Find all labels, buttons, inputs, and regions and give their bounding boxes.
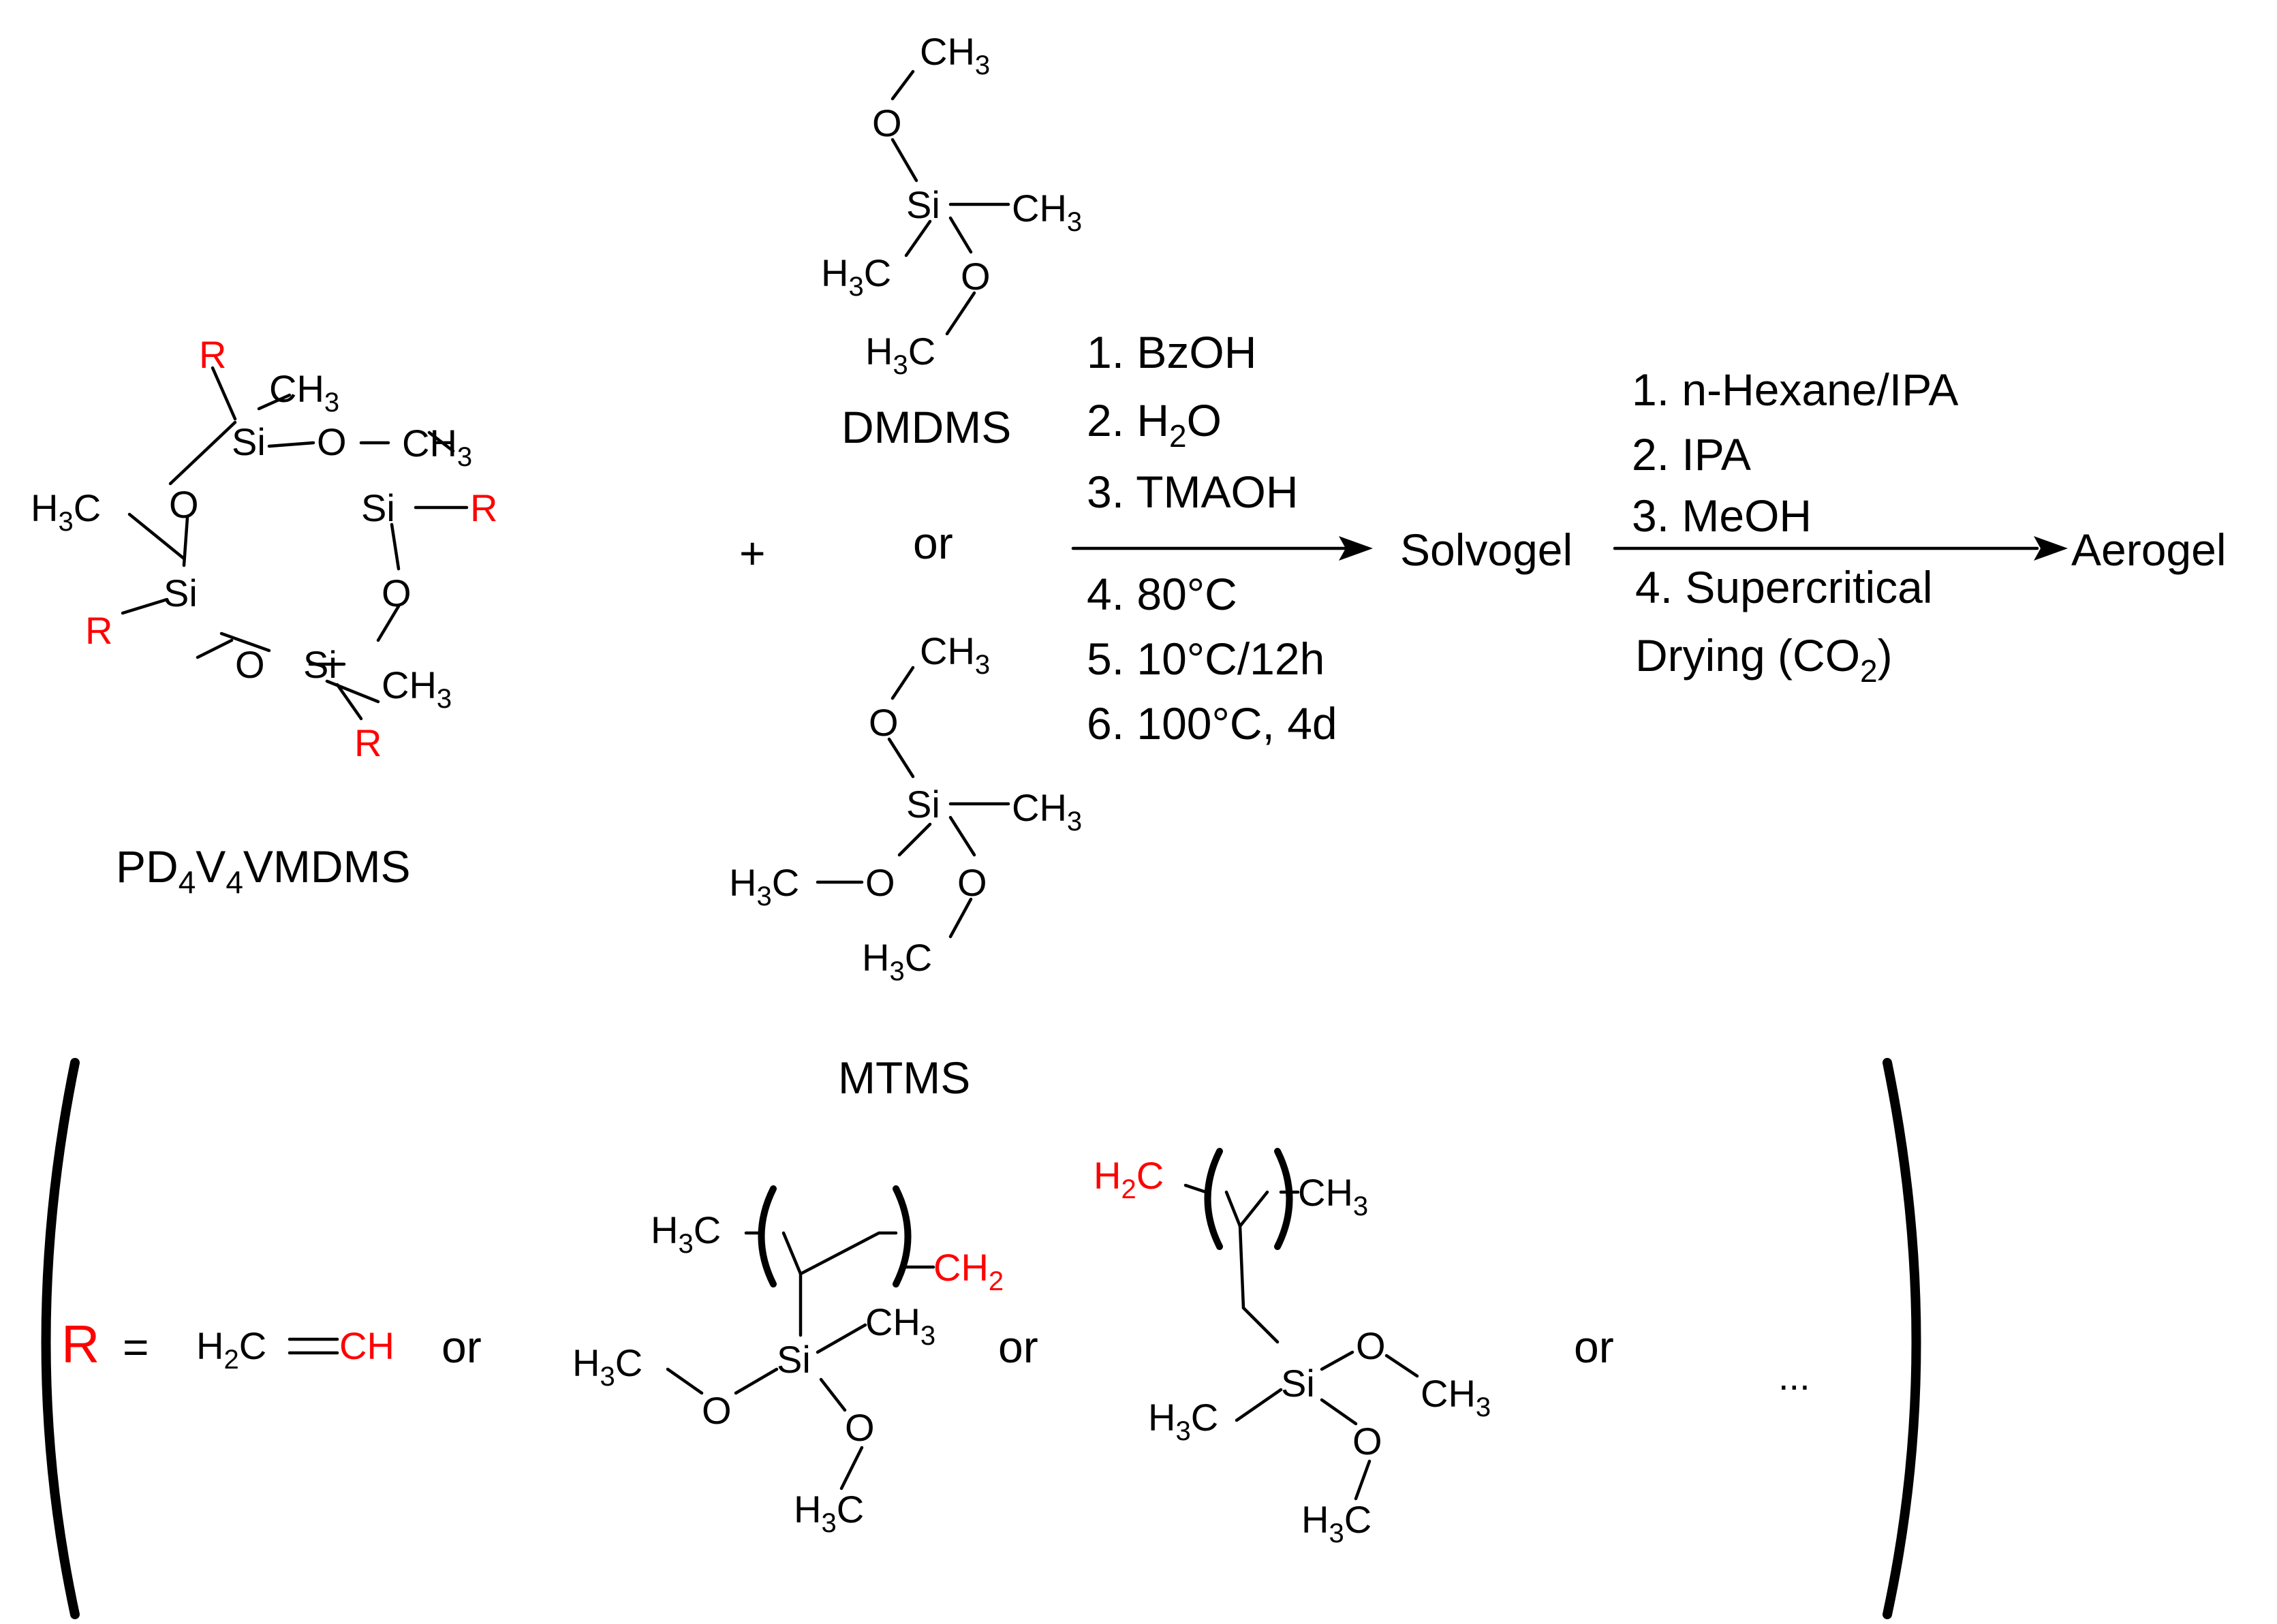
methyl-label: H3C bbox=[862, 936, 932, 986]
left-big-parenthesis bbox=[41, 1058, 80, 1619]
ellipsis: ... bbox=[1778, 1355, 1810, 1398]
methyl-label: CH3 bbox=[920, 30, 990, 80]
methyl-label: CH3 bbox=[865, 1300, 935, 1351]
oxygen-label: O bbox=[869, 701, 899, 744]
r-group-label: R bbox=[470, 486, 497, 529]
step1-condition-6: 6. 100°C, 4d bbox=[1087, 698, 1337, 749]
methyl-label: H3C bbox=[651, 1208, 721, 1259]
methyl-label: H3C bbox=[1301, 1498, 1372, 1548]
methyl-label: H3C bbox=[572, 1341, 642, 1392]
silicon-label: Si bbox=[361, 486, 395, 529]
methyl-label: CH3 bbox=[1012, 786, 1082, 837]
step1-condition-4: 4. 80°C bbox=[1087, 569, 1237, 619]
silicon-label: Si bbox=[777, 1338, 811, 1381]
r-definition-label: R bbox=[61, 1314, 99, 1374]
solvogel-label: Solvogel bbox=[1400, 525, 1573, 575]
oxygen-label: O bbox=[865, 861, 895, 904]
methyl-label: H3C bbox=[821, 251, 891, 302]
plus-sign: + bbox=[739, 528, 766, 578]
silicon-label: Si bbox=[906, 183, 940, 226]
step2-condition-5: Drying (CO2) bbox=[1635, 630, 1893, 689]
mtms-label: MTMS bbox=[838, 1052, 970, 1103]
oxygen-label: O bbox=[382, 572, 412, 614]
dmdms-structure: CH3 O Si CH3 H3C O H3C DMDMS bbox=[821, 30, 1082, 452]
oxygen-label: O bbox=[317, 420, 347, 463]
methyl-label: CH3 bbox=[1298, 1171, 1368, 1221]
step1-conditions: 1. BzOH 2. H2O 3. TMAOH 4. 80°C 5. 10°C/… bbox=[1071, 327, 1373, 749]
methyl-label: CH3 bbox=[269, 367, 339, 418]
polymer-option-2: H2C CH3 Si O CH3 H3C O H3C bbox=[1094, 1148, 1491, 1548]
oxygen-label: O bbox=[1352, 1420, 1382, 1463]
methyl-label: CH3 bbox=[382, 663, 452, 714]
polymer-option-1: H3C CH2 Si CH3 O H3C O H3C bbox=[572, 1185, 1004, 1538]
oxygen-label: O bbox=[235, 643, 265, 686]
silicon-label: Si bbox=[232, 420, 266, 463]
repeat-paren-left bbox=[1204, 1148, 1223, 1250]
or-label: or bbox=[913, 518, 953, 568]
dmdms-label: DMDMS bbox=[841, 402, 1011, 452]
step1-condition-2: 2. H2O bbox=[1087, 395, 1222, 454]
step1-arrow-head bbox=[1339, 536, 1373, 561]
aerogel-label: Aerogel bbox=[2071, 525, 2227, 575]
vinyl-group: H2C CH bbox=[196, 1324, 394, 1375]
oxygen-label: O bbox=[961, 255, 991, 298]
or-label: or bbox=[442, 1322, 482, 1372]
cyclotetrasiloxane-ring: R CH3 Si O CH3 Si R O Si O CH3 R Si R O … bbox=[31, 333, 497, 900]
r-group-label: R bbox=[85, 609, 112, 652]
repeat-paren-right bbox=[893, 1185, 912, 1287]
oxygen-label: O bbox=[845, 1406, 875, 1449]
right-big-parenthesis bbox=[1883, 1058, 1921, 1619]
vinyl-ch-label: CH bbox=[339, 1324, 394, 1367]
ch2-label: CH2 bbox=[933, 1246, 1004, 1296]
step1-condition-5: 5. 10°C/12h bbox=[1087, 634, 1325, 684]
step2-condition-4: 4. Supercritical bbox=[1635, 562, 1933, 612]
ring-compound-name: PD4V4VMDMS bbox=[116, 841, 411, 900]
oxygen-label: O bbox=[957, 861, 987, 904]
oxygen-label: O bbox=[169, 483, 199, 526]
methyl-label: CH3 bbox=[920, 629, 990, 680]
silicon-label: Si bbox=[164, 572, 198, 614]
step1-condition-1: 1. BzOH bbox=[1087, 327, 1256, 377]
vinyl-h2c-label: H2C bbox=[196, 1324, 266, 1375]
oxygen-label: O bbox=[702, 1389, 732, 1432]
silicon-label: Si bbox=[1281, 1362, 1315, 1405]
mtms-structure: CH3 O Si CH3 H3C O O H3C MTMS bbox=[729, 629, 1082, 1103]
step2-condition-1: 1. n-Hexane/IPA bbox=[1632, 364, 1958, 415]
r-group-label: R bbox=[199, 333, 226, 376]
methyl-label: H3C bbox=[31, 486, 101, 537]
step2-condition-3: 3. MeOH bbox=[1632, 490, 1812, 541]
methyl-label: CH3 bbox=[402, 422, 472, 472]
repeat-paren-left bbox=[758, 1185, 777, 1287]
h2c-label: H2C bbox=[1094, 1154, 1164, 1204]
methyl-label: H3C bbox=[1148, 1396, 1218, 1446]
step1-condition-3: 3. TMAOH bbox=[1087, 467, 1299, 517]
step2-arrow-head bbox=[2034, 536, 2068, 561]
or-label: or bbox=[1574, 1322, 1614, 1372]
repeat-paren-right bbox=[1274, 1148, 1293, 1250]
methyl-label: CH3 bbox=[1012, 187, 1082, 237]
methyl-label: H3C bbox=[865, 330, 935, 380]
step2-conditions: 1. n-Hexane/IPA 2. IPA 3. MeOH 4. Superc… bbox=[1613, 364, 2068, 689]
step2-condition-2: 2. IPA bbox=[1632, 429, 1751, 480]
methyl-label: CH3 bbox=[1421, 1372, 1491, 1422]
or-label: or bbox=[998, 1322, 1038, 1372]
r-group-label: R bbox=[354, 721, 382, 764]
equals-sign: = bbox=[123, 1322, 149, 1372]
silicon-label: Si bbox=[303, 643, 337, 686]
methyl-label: H3C bbox=[729, 861, 799, 911]
silicon-label: Si bbox=[906, 783, 940, 826]
methyl-label: H3C bbox=[794, 1488, 864, 1538]
oxygen-label: O bbox=[1356, 1324, 1386, 1367]
oxygen-label: O bbox=[872, 102, 902, 144]
